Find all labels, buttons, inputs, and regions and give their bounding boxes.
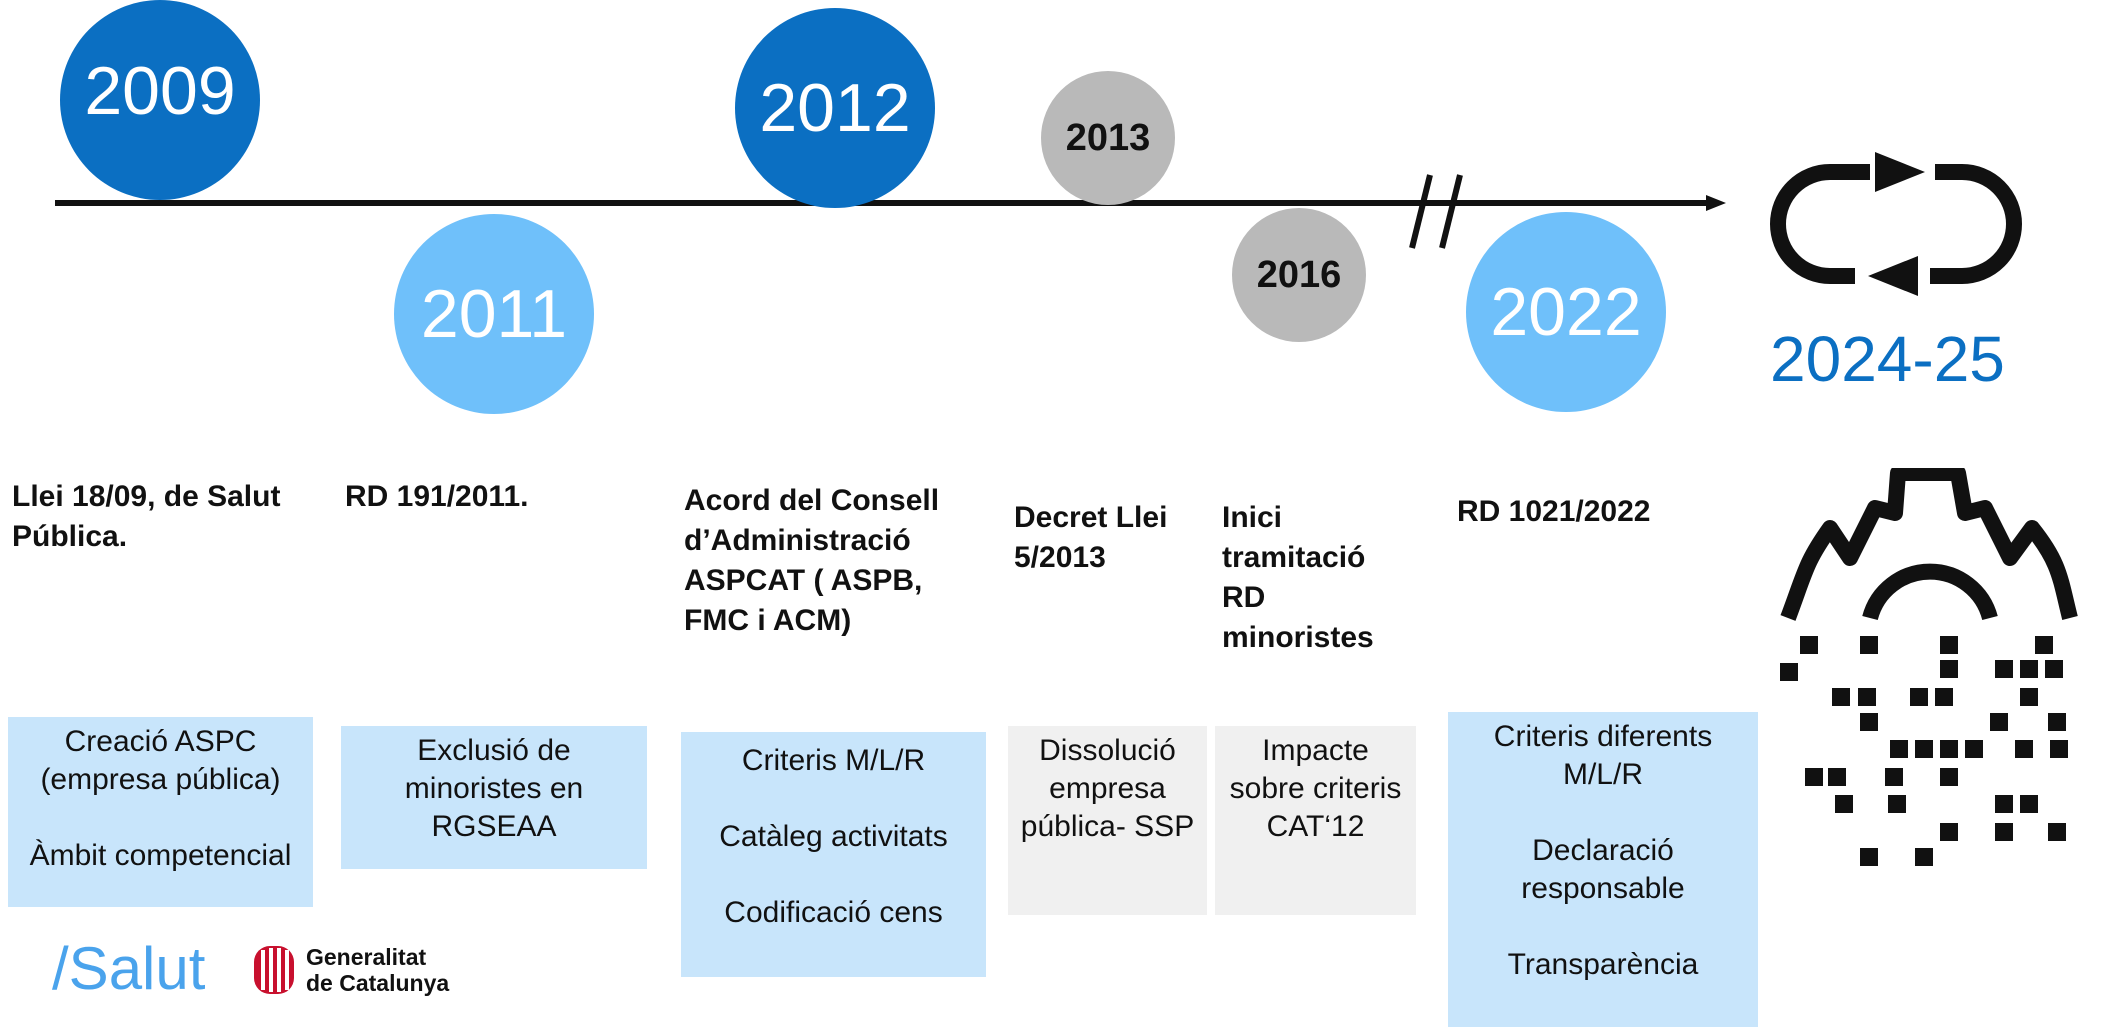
year-circle-2012: 2012 <box>735 8 935 208</box>
axis-break-icon <box>1409 174 1463 249</box>
box-line: Transparència <box>1507 948 1699 981</box>
cycle-arrows-icon <box>1770 152 2022 296</box>
box-line: Declaració <box>1532 834 1674 867</box>
year-label: 2016 <box>1256 253 1342 296</box>
box-line: CAT‘12 <box>1266 810 1365 843</box>
year-circle-2011: 2011 <box>394 214 594 414</box>
year-circle-2022: 2022 <box>1466 212 1666 412</box>
box-line: pública- SSP <box>1020 810 1195 843</box>
year-label: 2009 <box>84 53 236 129</box>
heading-2013: Decret Llei 5/2013 <box>1014 501 1168 574</box>
box-line: empresa <box>1049 772 1166 805</box>
catalonia-emblem-icon <box>254 946 294 994</box>
box-line: responsable <box>1521 872 1685 905</box>
salut-logo: /Salut <box>52 935 206 1002</box>
box-2022: Criteris diferents M/L/R Declaració resp… <box>1448 712 1758 1027</box>
box-line: Dissolució <box>1039 734 1176 767</box>
heading-2011: RD 191/2011. <box>345 480 529 513</box>
box-2009: Creació ASPC (empresa pública) Àmbit com… <box>8 717 313 907</box>
box-line: Exclusió de <box>417 734 571 767</box>
year-label: 2012 <box>759 70 911 146</box>
box-2016: Impacte sobre criteris CAT‘12 <box>1215 726 1416 915</box>
box-line: Àmbit competencial <box>29 839 292 872</box>
future-period-label: 2024-25 <box>1770 323 2005 395</box>
box-line: Catàleg activitats <box>719 820 948 853</box>
box-line: minoristes en <box>404 772 584 805</box>
box-line: Impacte <box>1262 734 1369 767</box>
box-line: (empresa pública) <box>40 763 281 796</box>
timeline-arrowhead <box>1706 195 1726 211</box>
year-label: 2022 <box>1490 274 1642 350</box>
heading-2022: RD 1021/2022 <box>1457 495 1651 528</box>
heading-2012: Acord del Consell d’Administració ASPCAT… <box>684 484 940 637</box>
generalitat-logo-text: Generalitat de Catalunya <box>306 944 449 996</box>
digital-gear-icon <box>1780 468 2078 866</box>
box-2013: Dissolució empresa pública- SSP <box>1008 726 1207 915</box>
box-line: Creació ASPC <box>64 725 257 758</box>
box-line: Criteris M/L/R <box>741 744 926 777</box>
year-circle-2009: 2009 <box>60 0 260 200</box>
year-circle-2013: 2013 <box>1041 71 1175 205</box>
box-2011: Exclusió de minoristes en RGSEAA <box>341 726 647 869</box>
box-line: M/L/R <box>1562 758 1643 791</box>
heading-2009: Llei 18/09, de Salut Pública. <box>12 480 281 553</box>
year-circle-2016: 2016 <box>1232 208 1366 342</box>
box-line: RGSEAA <box>431 810 557 843</box>
box-line: Codificació cens <box>724 896 943 929</box>
year-label: 2013 <box>1065 116 1151 159</box>
heading-2016: Inici tramitació RD minoristes <box>1222 501 1374 654</box>
generalitat-line1: Generalitat <box>306 944 427 970</box>
box-2012: Criteris M/L/R Catàleg activitats Codifi… <box>681 732 986 977</box>
generalitat-line2: de Catalunya <box>306 970 450 996</box>
box-line: sobre criteris <box>1229 772 1402 805</box>
year-label: 2011 <box>420 276 568 352</box>
box-line: Criteris diferents <box>1493 720 1713 753</box>
